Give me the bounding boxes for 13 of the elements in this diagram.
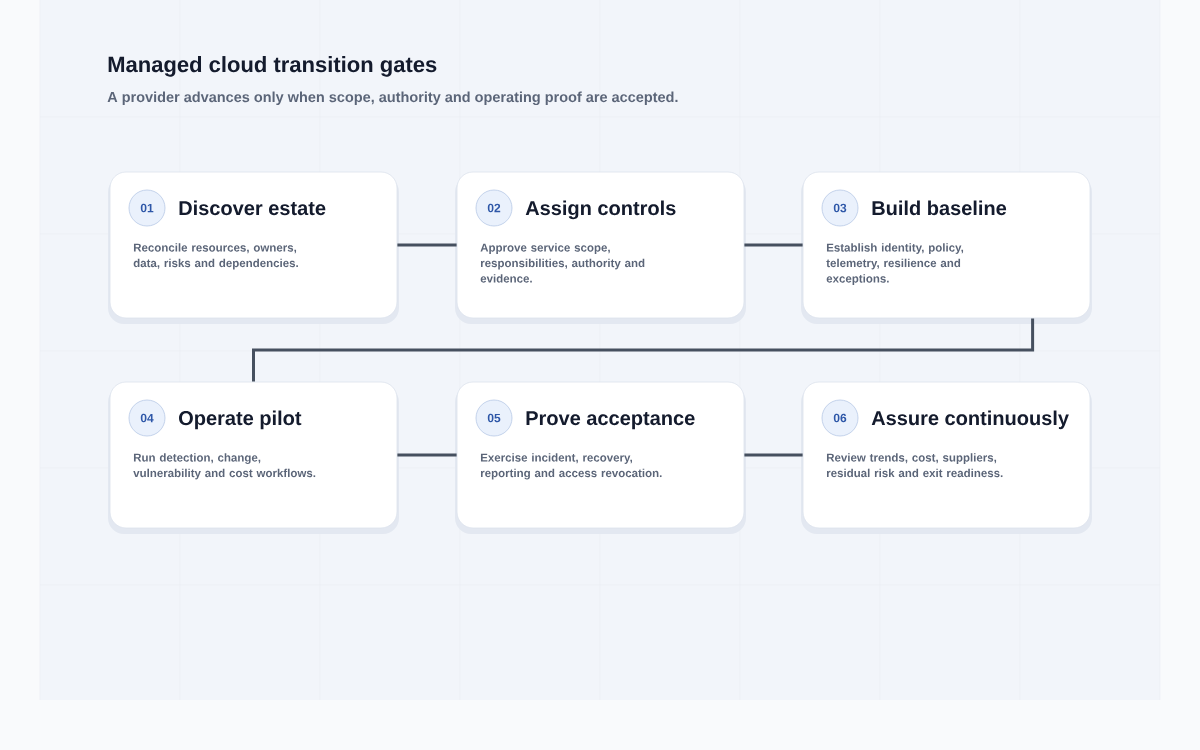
number-badge: 02	[475, 189, 513, 227]
connector-line	[397, 243, 457, 247]
connector-line	[252, 318, 1035, 382]
number-badge: 06	[821, 399, 859, 437]
number-badge: 04	[128, 399, 166, 437]
connector-line	[744, 453, 803, 457]
number-badge: 03	[821, 189, 859, 227]
connector-line	[744, 243, 803, 247]
connector-line	[397, 453, 457, 457]
title: Managed cloud transition gates	[108, 56, 437, 77]
number-badge: 05	[475, 399, 513, 437]
subtitle: A provider advances only when scope, authority and operating proof are accepted.	[107, 91, 678, 106]
number-badge: 01	[128, 189, 166, 227]
